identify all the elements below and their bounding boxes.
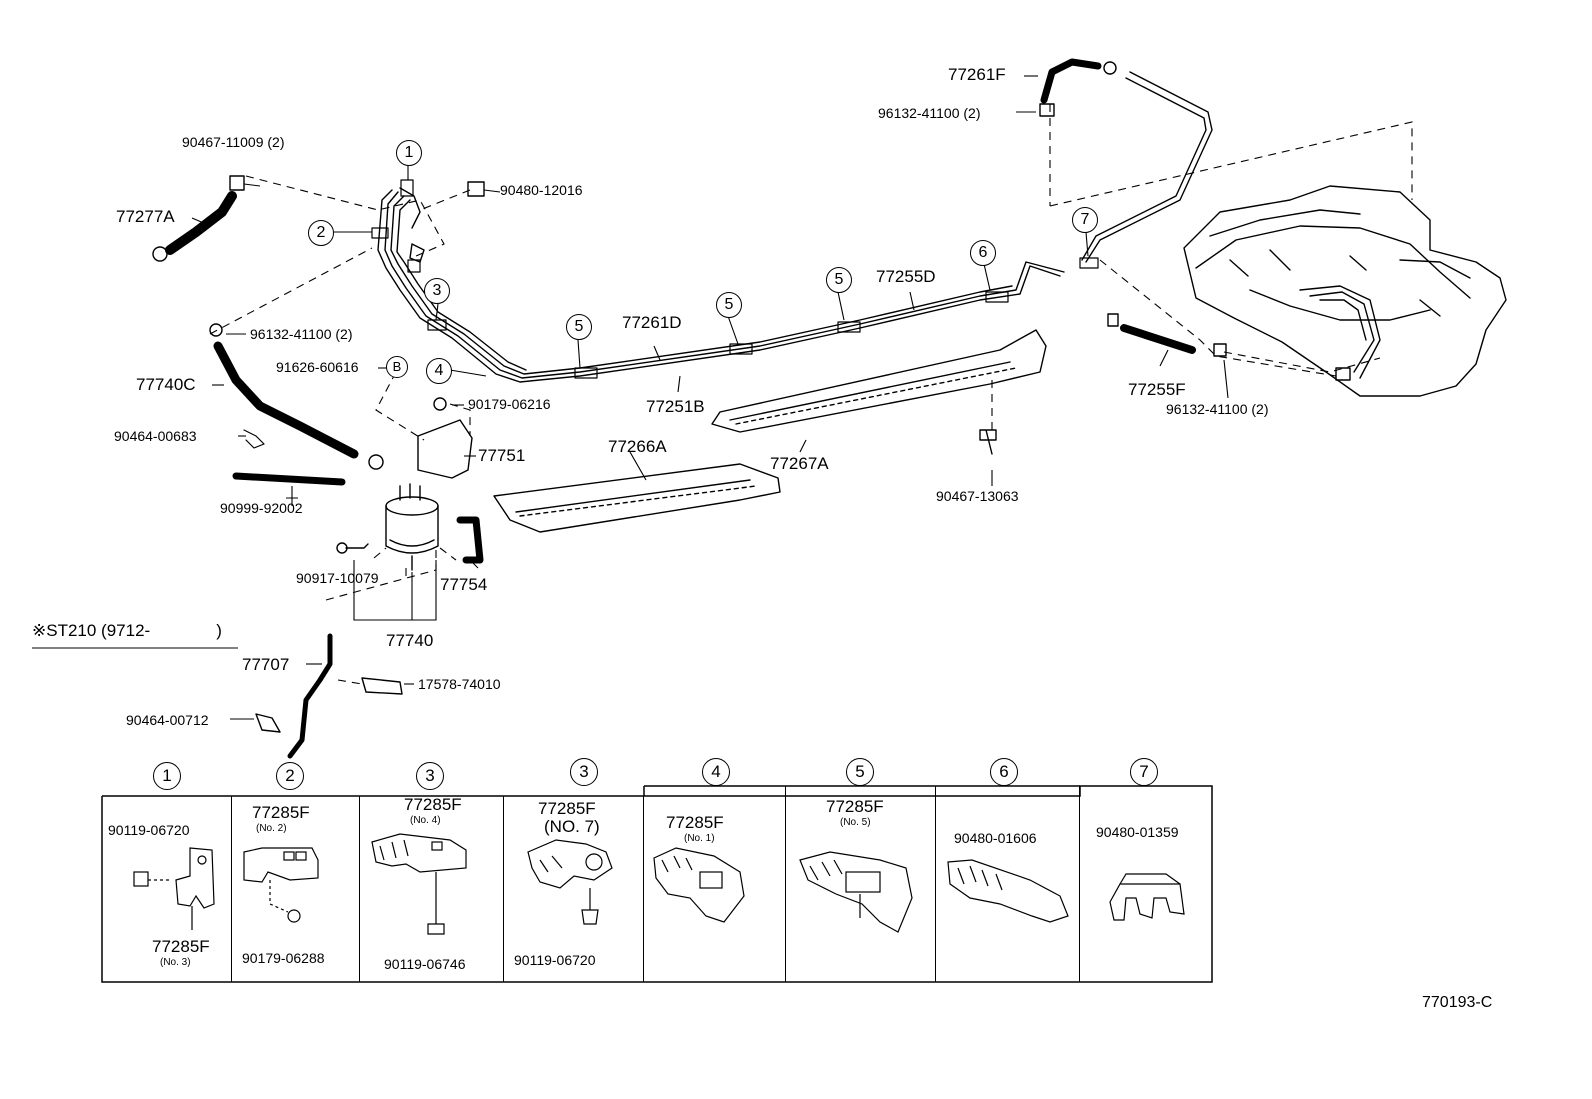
table-cell-3b xyxy=(504,796,644,982)
label-77751: 77751 xyxy=(478,446,526,465)
cell4-top: 77285F xyxy=(666,813,724,832)
label-77754: 77754 xyxy=(440,575,488,594)
cell6-top: 90480-01606 xyxy=(954,830,1037,846)
label-90467-11009: 90467-11009 (2) xyxy=(182,134,285,150)
note-close: ) xyxy=(216,621,222,640)
cell3b-bottom: 90119-06720 xyxy=(514,952,596,968)
table-header-4: 4 xyxy=(702,758,730,786)
cell3a-top: 77285F xyxy=(404,795,462,814)
skid-plate-77267a xyxy=(711,329,1047,433)
callout-b: B xyxy=(386,356,408,378)
label-77267a: 77267A xyxy=(770,454,829,473)
table-cell-5 xyxy=(786,786,936,982)
note-text: ST210 (9712- xyxy=(46,621,151,640)
label-77740c: 77740C xyxy=(136,375,196,394)
cell1-top: 90119-06720 xyxy=(108,822,190,838)
label-17578-74010: 17578-74010 xyxy=(418,676,501,692)
callout-3: 3 xyxy=(424,278,450,304)
cell3b-top: 77285F xyxy=(538,799,596,818)
cell5-top-sub: (No. 5) xyxy=(840,817,871,828)
note-symbol: ※ xyxy=(32,621,47,640)
label-90467-13063: 90467-13063 xyxy=(936,488,1019,504)
label-77277a: 77277A xyxy=(116,207,175,226)
label-96132-41100-top: 96132-41100 (2) xyxy=(878,105,981,121)
callout-7: 7 xyxy=(1072,207,1098,233)
label-90464-00683: 90464-00683 xyxy=(114,428,197,444)
callout-5b: 5 xyxy=(716,292,742,318)
table-header-5: 5 xyxy=(846,758,874,786)
cell1-bottom-sub: (No. 3) xyxy=(160,957,191,968)
label-77740: 77740 xyxy=(386,631,434,650)
label-90464-00712: 90464-00712 xyxy=(126,712,209,728)
label-77707: 77707 xyxy=(242,655,290,674)
callout-4: 4 xyxy=(426,358,452,384)
callout-1: 1 xyxy=(396,140,422,166)
cell5-top: 77285F xyxy=(826,797,884,816)
callout-2: 2 xyxy=(308,220,334,246)
callout-5a: 5 xyxy=(566,314,592,340)
label-77255d: 77255D xyxy=(876,267,936,286)
table-cell-2 xyxy=(232,796,360,982)
table-cell-4 xyxy=(644,786,786,982)
vent-tube xyxy=(1085,71,1213,263)
cell7-top: 90480-01359 xyxy=(1096,824,1179,840)
table-header-3a: 3 xyxy=(416,762,444,790)
table-header-3b: 3 xyxy=(570,758,598,786)
table-cell-3a xyxy=(360,796,504,982)
label-96132-41100-right: 96132-41100 (2) xyxy=(1166,401,1269,417)
cell3b-top-sub: (NO. 7) xyxy=(544,817,600,836)
label-90917-10079: 90917-10079 xyxy=(296,570,379,586)
label-90480-12016: 90480-12016 xyxy=(500,182,583,198)
label-77266a: 77266A xyxy=(608,437,667,456)
skid-plate-77266a xyxy=(493,463,781,533)
table-header-2: 2 xyxy=(276,762,304,790)
label-90999-92002: 90999-92002 xyxy=(220,500,303,516)
model-note: ※ST210 (9712-) xyxy=(32,622,222,639)
cell3a-top-sub: (No. 4) xyxy=(410,815,441,826)
fuel-tank xyxy=(1183,185,1507,397)
table-header-1: 1 xyxy=(153,762,181,790)
label-77261f: 77261F xyxy=(948,65,1006,84)
label-96132-41100-left: 96132-41100 (2) xyxy=(250,326,353,342)
table-cell-6 xyxy=(936,786,1080,982)
table-cell-1 xyxy=(102,796,232,982)
diagram-code: 770193-C xyxy=(1422,994,1493,1011)
cell4-top-sub: (No. 1) xyxy=(684,833,715,844)
label-77261d: 77261D xyxy=(622,313,682,332)
label-77255f: 77255F xyxy=(1128,380,1186,399)
label-77251b: 77251B xyxy=(646,397,705,416)
table-header-7: 7 xyxy=(1130,758,1158,786)
label-91626-60616: 91626-60616 xyxy=(276,359,359,375)
cell2-bottom: 90179-06288 xyxy=(242,950,325,966)
cell2-top-sub: (No. 2) xyxy=(256,823,287,834)
clamp-table-frame xyxy=(101,785,1213,983)
cell3a-bottom: 90119-06746 xyxy=(384,956,466,972)
table-header-6: 6 xyxy=(990,758,1018,786)
cell2-top: 77285F xyxy=(252,803,310,822)
callout-6: 6 xyxy=(970,240,996,266)
callout-5c: 5 xyxy=(826,267,852,293)
label-90179-06216: 90179-06216 xyxy=(468,396,551,412)
fuel-line-bundle xyxy=(377,187,1065,383)
cell1-bottom: 77285F xyxy=(152,937,210,956)
charcoal-canister xyxy=(385,483,439,571)
